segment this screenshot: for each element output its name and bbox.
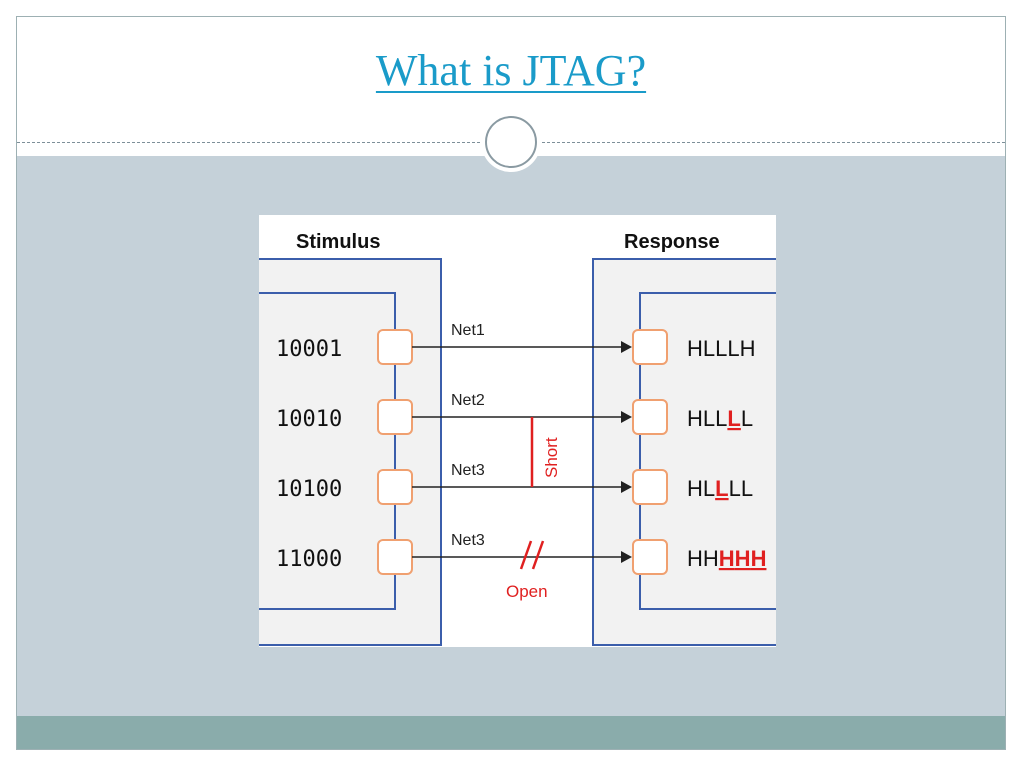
stimulus-value: 11000 (276, 547, 342, 572)
response-bit: H (740, 336, 756, 361)
response-chip-region (593, 259, 776, 645)
wire-arrowhead (621, 551, 632, 563)
response-bit: L (715, 406, 727, 431)
response-bit: L (703, 406, 715, 431)
stimulus-pin (377, 329, 413, 365)
response-bit: L (727, 336, 739, 361)
net-label: Net1 (451, 322, 485, 339)
response-bit-faulty: L (715, 476, 728, 501)
response-value: HLLLH (687, 336, 756, 361)
stimulus-value: 10001 (276, 337, 342, 362)
wire-arrowhead (621, 341, 632, 353)
response-bit: H (703, 546, 719, 571)
response-pin (632, 329, 668, 365)
stimulus-pin (377, 399, 413, 435)
response-bit: H (687, 546, 703, 571)
wire-arrowhead (621, 481, 632, 493)
response-value: HLLLL (687, 406, 753, 431)
jtag-boundary-scan-diagram: Stimulus Response 10001 Net1 HLLLH 10010… (259, 215, 776, 647)
short-label: Short (542, 437, 561, 478)
response-pin (632, 539, 668, 575)
response-bit-faulty: H (735, 546, 751, 571)
footer-band (17, 716, 1005, 749)
net-label: Net3 (451, 532, 485, 549)
response-bit-faulty: L (727, 406, 740, 431)
diagram-svg: Stimulus Response 10001 Net1 HLLLH 10010… (259, 215, 776, 647)
response-bit-faulty: H (751, 546, 767, 571)
response-chip-outer-border (592, 258, 776, 646)
open-break-mark (519, 540, 533, 570)
stimulus-pin (377, 539, 413, 575)
response-bit: L (741, 406, 753, 431)
response-bit: H (687, 476, 703, 501)
net-label: Net2 (451, 392, 485, 409)
response-value: HHHHH (687, 546, 766, 571)
slide-title[interactable]: What is JTAG? (375, 46, 647, 95)
response-bit-faulty: H (719, 546, 735, 571)
open-label: Open (506, 582, 548, 601)
stimulus-label: Stimulus (296, 231, 380, 253)
response-pin (632, 399, 668, 435)
response-bit: H (687, 406, 703, 431)
response-chip-inner-border (639, 292, 776, 610)
response-bit: L (703, 336, 715, 361)
stimulus-pin (377, 469, 413, 505)
response-bit: H (687, 336, 703, 361)
stimulus-value: 10100 (276, 477, 342, 502)
response-bit: L (729, 476, 741, 501)
stimulus-value: 10010 (276, 407, 342, 432)
divider-ornament-circle-icon (485, 116, 537, 168)
stimulus-chip-region (259, 259, 441, 645)
open-break-mark (531, 540, 545, 570)
wire-arrowhead (621, 411, 632, 423)
response-pin (632, 469, 668, 505)
response-bit: L (703, 476, 715, 501)
net-label: Net3 (451, 462, 485, 479)
response-bit: L (741, 476, 753, 501)
response-value: HLLLL (687, 476, 753, 501)
response-bit: L (715, 336, 727, 361)
stimulus-chip-outer-border (259, 258, 442, 646)
slide: What is JTAG? Stimulus Response 10001 Ne… (16, 16, 1006, 750)
stimulus-chip-inner-border (259, 292, 396, 610)
response-label: Response (624, 231, 720, 253)
